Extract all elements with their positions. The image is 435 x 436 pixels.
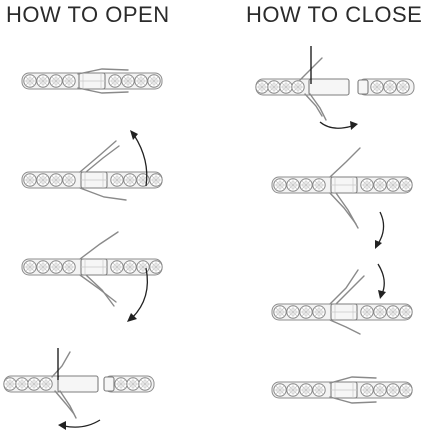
close-step-1-bracelet	[255, 46, 415, 121]
open-step-4-bracelet	[3, 348, 155, 419]
open-step-3-arrow-down-icon	[127, 267, 149, 322]
how-to-open-title: HOW TO OPEN	[6, 2, 170, 27]
open-step-3-bracelet	[21, 231, 163, 307]
close-step-4-bracelet	[271, 376, 413, 404]
open-step-2-arrow-up-icon	[130, 130, 148, 187]
close-step-2-bracelet	[271, 147, 413, 229]
open-step-2-bracelet	[21, 140, 163, 201]
close-step-3-arrow-down-icon	[377, 263, 386, 299]
close-step-2-arrow-down-icon	[375, 211, 385, 249]
open-step-1-bracelet	[21, 68, 163, 94]
close-step-1-arrow-right-icon	[319, 121, 358, 130]
how-to-close-title: HOW TO CLOSE	[246, 2, 423, 27]
open-step-4-arrow-left-icon	[58, 419, 101, 430]
close-step-3-bracelet	[271, 269, 413, 335]
